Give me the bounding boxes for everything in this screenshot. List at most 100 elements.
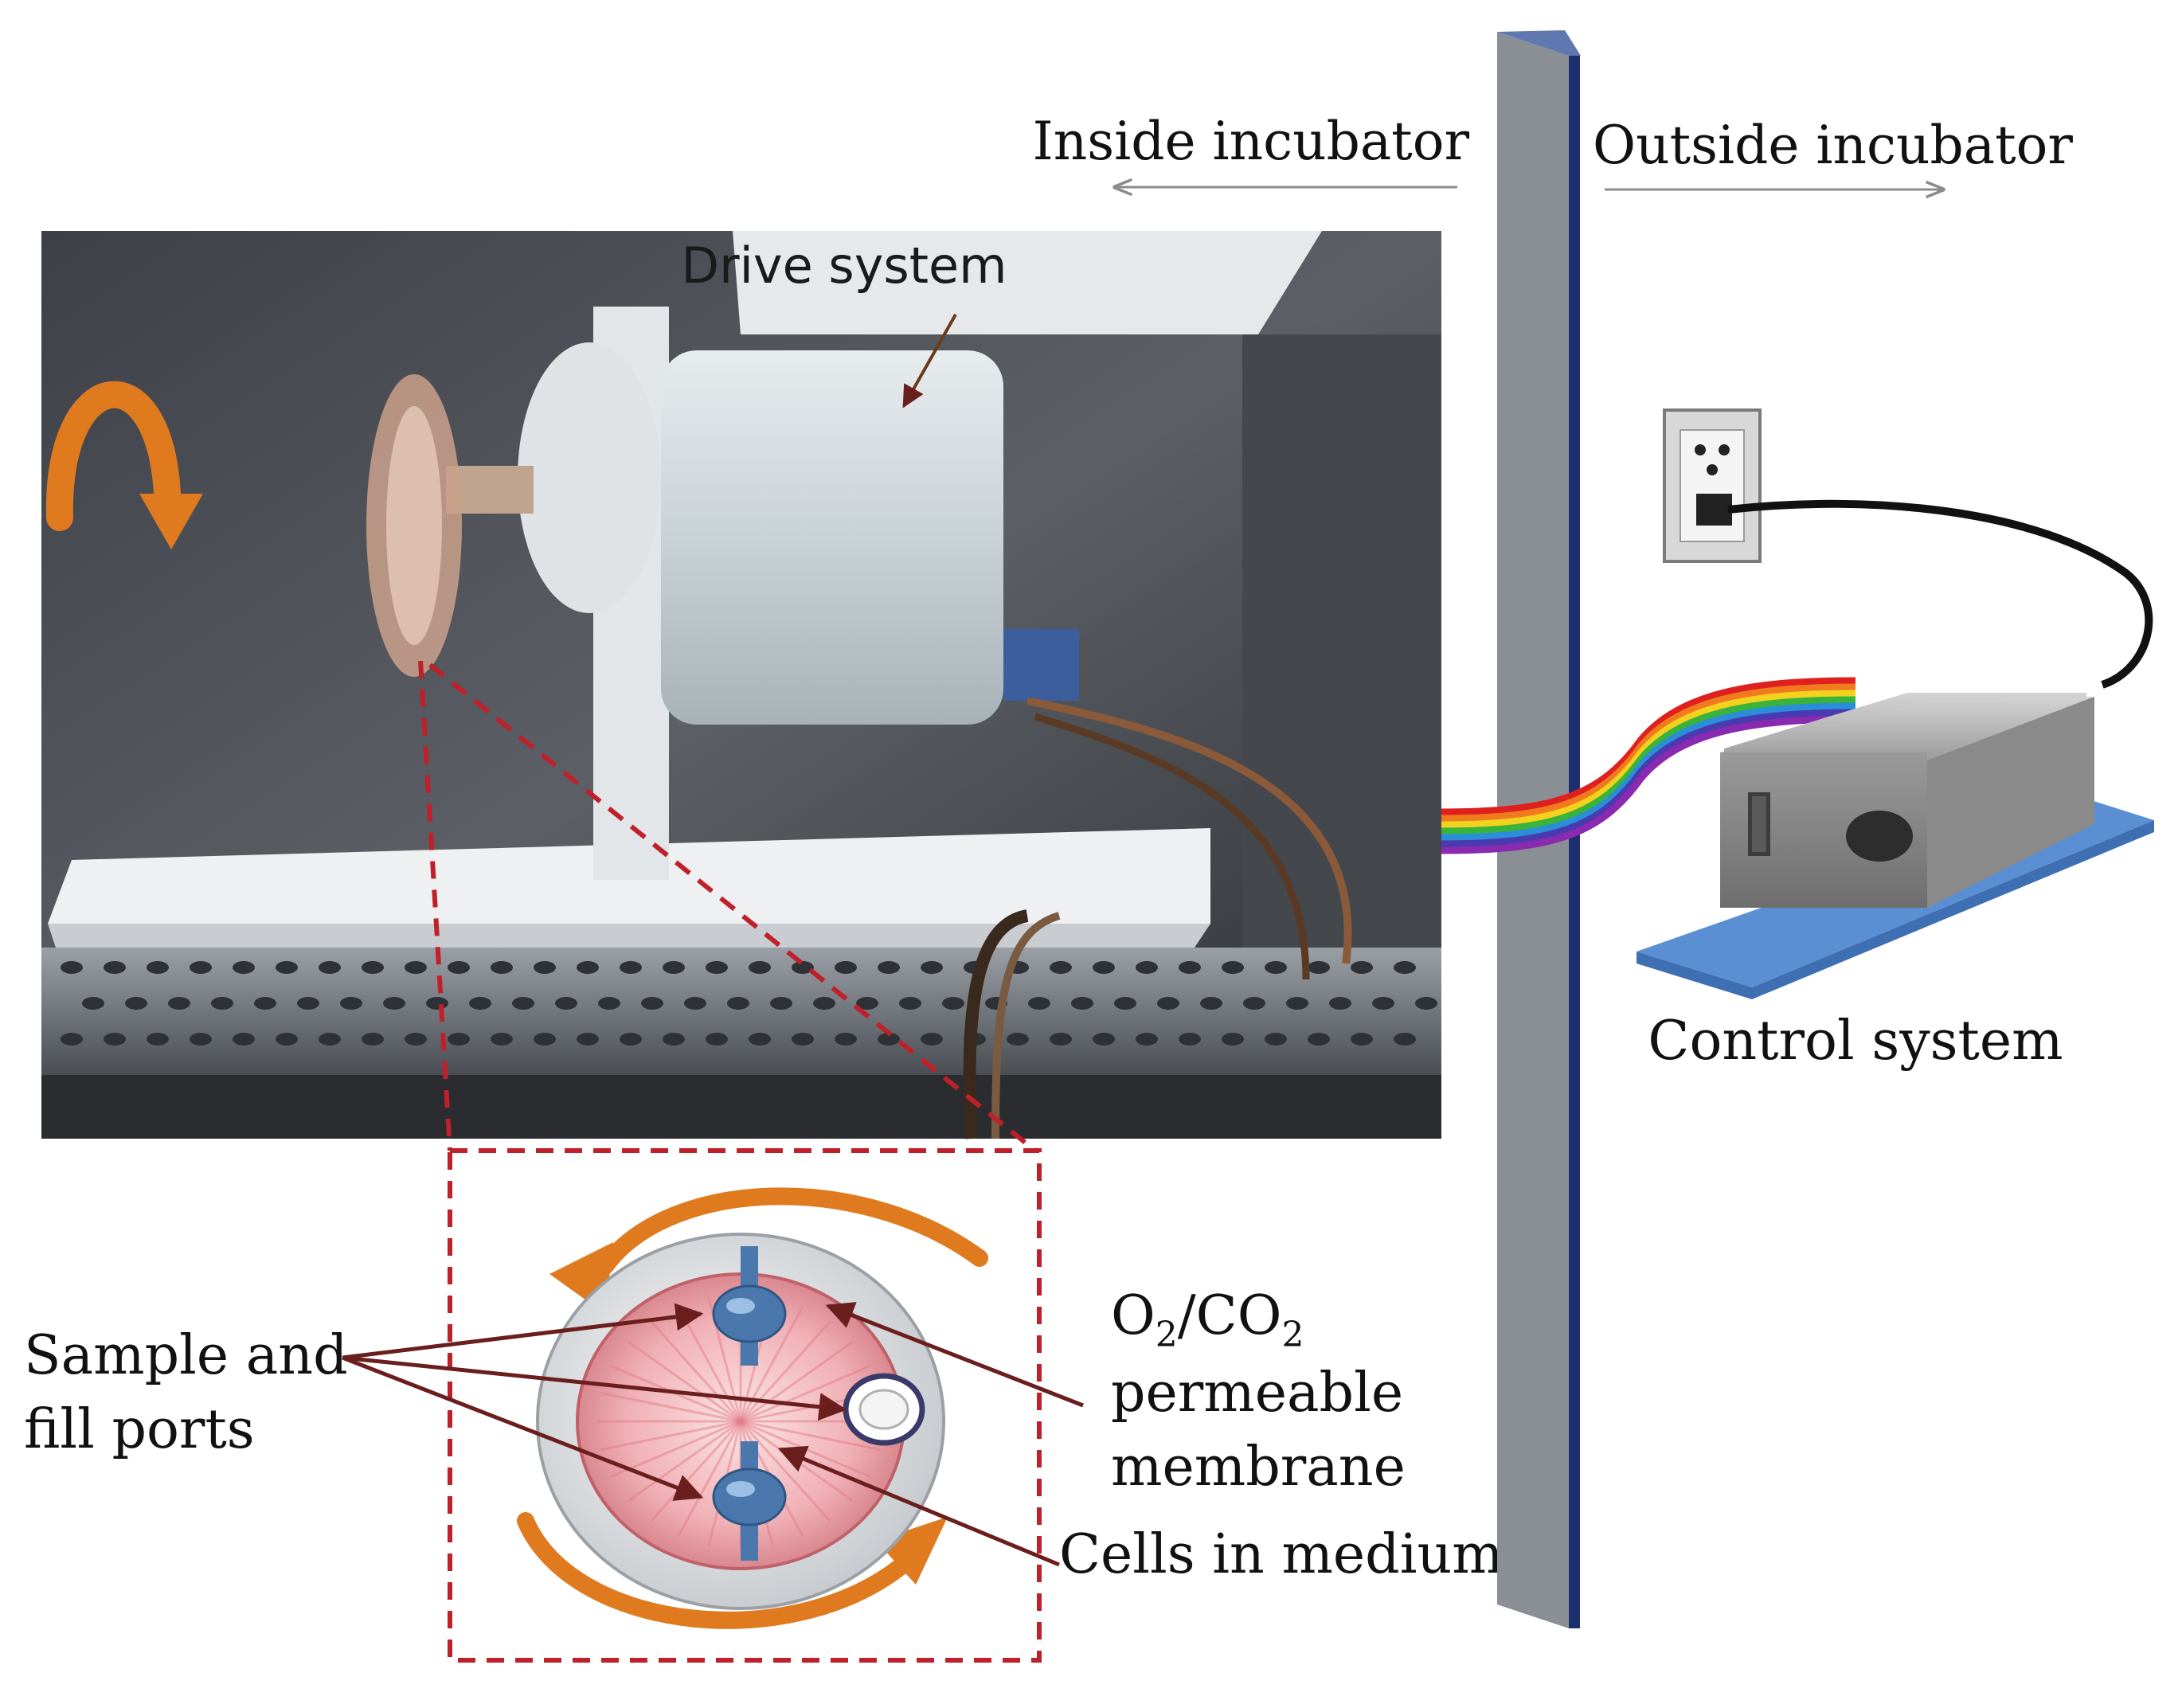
membrane-label: membrane: [1111, 1436, 1406, 1499]
sample-port-bottom: [712, 1441, 787, 1561]
tray-hole: [1372, 997, 1394, 1010]
ribbon-wire: [1441, 677, 1856, 816]
tray-hole: [147, 1033, 169, 1046]
membrane-ray: [628, 1420, 741, 1502]
tray-hole: [233, 1033, 255, 1046]
incubator-photo: [41, 231, 1441, 1139]
tray-hole: [254, 997, 276, 1010]
tray-hole: [555, 997, 577, 1010]
ribbon-wire: [1441, 690, 1856, 829]
tray-hole: [921, 1033, 943, 1046]
tray-hole: [190, 961, 212, 974]
tray-hole: [1114, 997, 1136, 1010]
tray-hole: [942, 997, 964, 1010]
callout-box: [448, 1148, 1042, 1663]
tray-hole: [82, 997, 104, 1010]
ribbon-wire: [1441, 709, 1856, 848]
tray-hole: [835, 961, 857, 974]
membrane-ray: [650, 1320, 742, 1423]
tray-hole: [899, 997, 921, 1010]
tray-hole: [1157, 997, 1179, 1010]
tray-hole: [706, 961, 728, 974]
tray-hole: [233, 961, 255, 974]
tray-hole: [620, 961, 642, 974]
tray-hole: [1329, 997, 1351, 1010]
tray-hole: [620, 1033, 642, 1046]
membrane-ray: [650, 1420, 742, 1522]
tray-hole: [1265, 961, 1287, 974]
tray-hole: [749, 961, 771, 974]
tray-hole: [727, 997, 749, 1010]
tray-hole: [1222, 961, 1244, 974]
membrane-ray: [600, 1420, 741, 1452]
co2-text: /CO: [1178, 1284, 1282, 1347]
membrane-ray: [611, 1420, 741, 1478]
side-port: [843, 1373, 925, 1446]
tray-hole: [61, 1033, 83, 1046]
co2-subscript: 2: [1281, 1315, 1304, 1355]
tray-hole: [125, 997, 147, 1010]
tray-hole: [469, 997, 491, 1010]
tray-hole: [1179, 961, 1201, 974]
tray-hole: [770, 997, 792, 1010]
tray-hole: [792, 961, 814, 974]
tray-hole: [813, 997, 835, 1010]
tray-hole: [512, 997, 534, 1010]
tray-hole: [534, 961, 556, 974]
control-box-icon: [1636, 693, 2154, 999]
o2-co2-label: O2/CO2: [1111, 1284, 1304, 1355]
tray-hole: [297, 997, 319, 1010]
tray-hole: [448, 961, 470, 974]
tray-hole: [1200, 997, 1222, 1010]
tray-hole: [1071, 997, 1093, 1010]
tray-hole: [1394, 1033, 1416, 1046]
tray-hole: [534, 1033, 556, 1046]
wall-outlet-icon: [1663, 408, 1762, 563]
membrane-ray: [677, 1421, 742, 1537]
tray-hole: [405, 961, 427, 974]
tray-hole: [1351, 1033, 1373, 1046]
tray-hole: [1265, 1033, 1287, 1046]
membrane-ray: [600, 1391, 741, 1423]
membrane-ray: [740, 1341, 854, 1423]
ribbon-wire: [1441, 696, 1856, 835]
tray-hole: [491, 1033, 513, 1046]
tray-hole: [1136, 961, 1158, 974]
tray-hole: [190, 1033, 212, 1046]
tray-hole: [1179, 1033, 1201, 1046]
ribbon-cable: [1441, 677, 1856, 854]
cells-in-medium-label: Cells in medium: [1059, 1523, 1504, 1586]
tray-hole: [1243, 997, 1265, 1010]
tray-hole: [749, 1033, 771, 1046]
tray-hole: [835, 1033, 857, 1046]
o2-text: O: [1111, 1284, 1156, 1347]
tray-hole: [598, 997, 620, 1010]
tray-hole: [1136, 1033, 1158, 1046]
tray-hole: [706, 1033, 728, 1046]
tray-hole: [1050, 1033, 1072, 1046]
rotation-arrow-bottom: [517, 1512, 917, 1629]
membrane-ray: [628, 1341, 741, 1423]
tray-hole: [1394, 961, 1416, 974]
tray-hole: [104, 961, 126, 974]
tray-hole: [856, 997, 878, 1010]
tray-hole: [577, 1033, 599, 1046]
tray-hole: [1222, 1033, 1244, 1046]
tray-hole: [448, 1033, 470, 1046]
tray-hole: [426, 997, 448, 1010]
tray-hole: [276, 961, 298, 974]
rotation-arrow-icon: [45, 381, 203, 549]
o2-subscript: 2: [1156, 1315, 1178, 1355]
power-cord: [1727, 499, 2153, 689]
tray-hole: [1007, 1033, 1029, 1046]
tray-hole: [1286, 997, 1308, 1010]
ribbon-wire: [1441, 683, 1856, 823]
tray-hole: [211, 997, 233, 1010]
tray-hole: [921, 961, 943, 974]
membrane-ray: [740, 1365, 870, 1423]
inside-incubator-label: Inside incubator: [1033, 111, 1470, 172]
ribbon-wire: [1441, 715, 1856, 854]
tray-hole: [340, 997, 362, 1010]
tray-hole: [383, 997, 405, 1010]
